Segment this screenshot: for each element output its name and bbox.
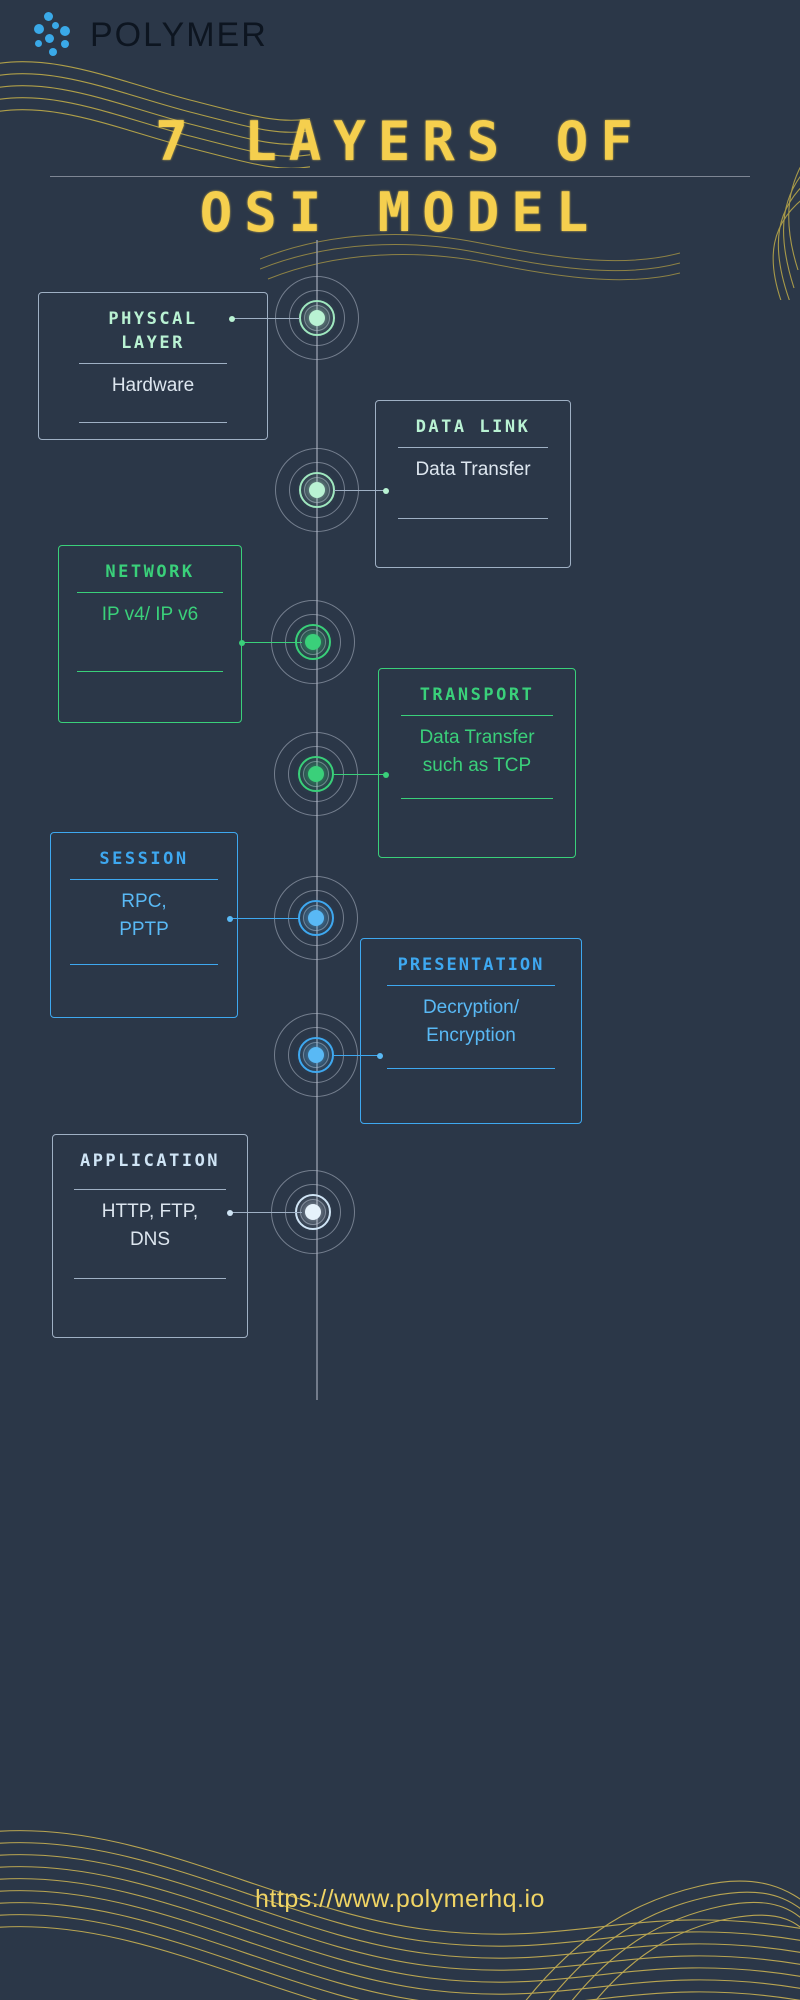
layer-body-transport: Data Transfer such as TCP	[419, 727, 535, 776]
layer-title-network: NETWORK	[105, 562, 195, 582]
layer-divider-transport	[401, 715, 553, 716]
layer-card-application[interactable]: APPLICATION HTTP, FTP, DNS	[52, 1134, 248, 1338]
layer-divider-presentation	[387, 985, 555, 986]
connector-data-link	[334, 487, 389, 494]
connector-application	[227, 1209, 302, 1216]
layer-foot-divider-presentation	[387, 1068, 555, 1069]
connector-network	[239, 639, 302, 646]
layer-title-application: APPLICATION	[79, 1151, 221, 1171]
layer-title-presentation: PRESENTATION	[397, 955, 545, 975]
layer-foot-divider-application	[74, 1278, 226, 1279]
layer-title-data-link: DATA LINK	[415, 417, 531, 437]
layer-card-network[interactable]: NETWORK IP v4/ IP v6	[58, 545, 242, 723]
layer-body-session: RPC, PPTP	[119, 891, 169, 940]
connector-physical	[229, 315, 300, 322]
node-presentation[interactable]	[273, 1012, 359, 1098]
layer-foot-divider-data-link	[398, 518, 548, 519]
layer-title-physical: PHYSCAL LAYER	[108, 309, 198, 353]
layer-body-presentation: Decryption/ Encryption	[422, 997, 520, 1046]
layer-divider-physical	[79, 363, 227, 364]
layer-divider-network	[77, 592, 223, 593]
layer-body-application: HTTP, FTP, DNS	[101, 1201, 199, 1250]
layer-body-data-link: Data Transfer	[415, 459, 531, 480]
connector-session	[227, 915, 300, 922]
layer-body-physical: Hardware	[111, 375, 195, 396]
polymer-dots-icon	[30, 10, 76, 60]
connector-presentation	[334, 1052, 383, 1059]
layer-foot-divider-physical	[79, 422, 227, 423]
layer-divider-data-link	[398, 447, 548, 448]
brand-logo: POLYMER	[30, 10, 268, 60]
layer-foot-divider-transport	[401, 798, 553, 799]
layer-foot-divider-network	[77, 671, 223, 672]
layer-card-presentation[interactable]: PRESENTATION Decryption/ Encryption	[360, 938, 582, 1124]
layer-divider-session	[70, 879, 218, 880]
layer-card-transport[interactable]: TRANSPORT Data Transfer such as TCP	[378, 668, 576, 858]
timeline-spine	[316, 240, 318, 1400]
footer-url[interactable]: https://www.polymerhq.io	[255, 1885, 545, 1913]
layer-card-session[interactable]: SESSION RPC, PPTP	[50, 832, 238, 1018]
layer-foot-divider-session	[70, 964, 218, 965]
page-title: 7 LAYERS OF OSI MODEL	[0, 110, 800, 245]
layer-title-session: SESSION	[99, 849, 189, 869]
brand-wordmark: POLYMER	[90, 15, 268, 54]
layer-body-network: IP v4/ IP v6	[101, 604, 199, 625]
layer-card-physical[interactable]: PHYSCAL LAYER Hardware	[38, 292, 268, 440]
layer-divider-application	[74, 1189, 226, 1190]
title-line-1: 7 LAYERS OF	[155, 110, 645, 173]
connector-transport	[334, 771, 389, 778]
layer-card-data-link[interactable]: DATA LINK Data Transfer	[375, 400, 571, 568]
layer-title-transport: TRANSPORT	[419, 685, 535, 705]
title-divider	[50, 176, 750, 177]
title-line-2: OSI MODEL	[199, 181, 601, 244]
